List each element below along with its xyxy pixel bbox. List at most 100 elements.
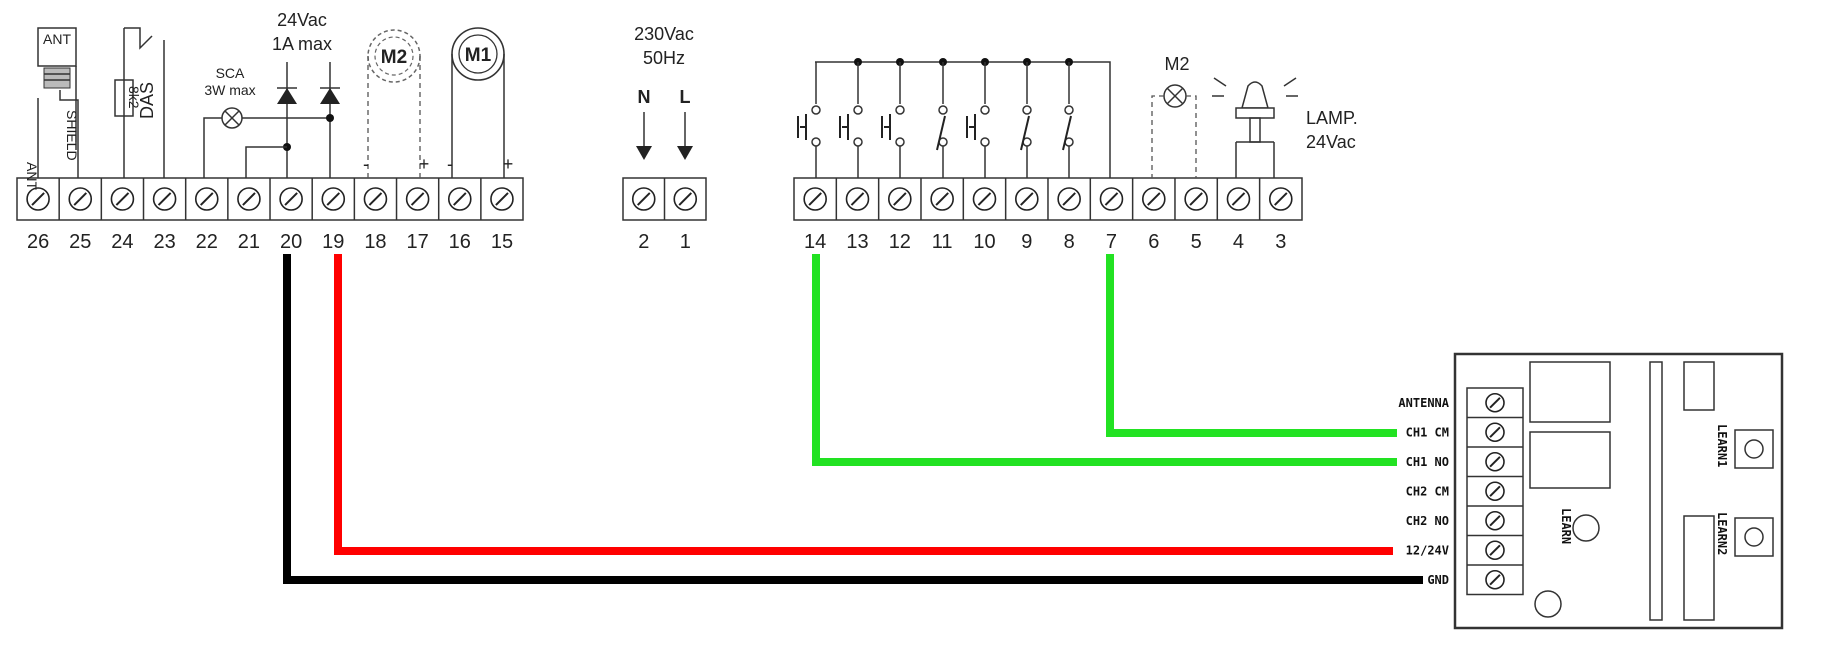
left-terminal-label: 20: [280, 231, 302, 253]
left-terminal-label: 18: [364, 231, 386, 253]
terminal-screw-22: [194, 187, 219, 211]
learn2-label: LEARN2: [1715, 512, 1729, 555]
right-terminal-label: 14: [804, 231, 826, 253]
ant-top-label: ANT: [43, 31, 71, 47]
sca-label: SCA: [216, 65, 245, 81]
terminal-screw-7: [1099, 187, 1124, 211]
terminal-screw-25: [68, 187, 93, 211]
right-terminal-label: 13: [846, 231, 868, 253]
supply-voltage-label: 24Vac: [277, 10, 327, 30]
right-terminal-label: 4: [1233, 231, 1244, 253]
input-contacts: [797, 58, 1111, 178]
right-terminal-label: 8: [1064, 231, 1075, 253]
receiver-pin-label: CH1 CM: [1406, 426, 1449, 440]
right-terminal-label: 10: [973, 231, 995, 253]
right-terminal-label: 11: [932, 231, 953, 253]
left-terminal-label: 17: [406, 231, 428, 253]
terminal-screw-20: [279, 187, 303, 211]
receiver-pin-label: CH1 NO: [1406, 455, 1449, 469]
terminal-screw-10: [972, 187, 997, 211]
learn1-label: LEARN1: [1715, 424, 1729, 467]
m1-label: M1: [465, 45, 492, 66]
power-terminal-block: 230Vac 50Hz N L 2 1: [622, 24, 707, 253]
terminal-screw-17: [405, 187, 430, 211]
terminal-screw-24: [110, 187, 135, 211]
terminal-screw-14: [803, 187, 827, 211]
shield-label: SHIELD: [64, 110, 80, 161]
resistor-label: 8k2: [126, 86, 142, 109]
receiver-pin-label: 12/24V: [1406, 544, 1449, 558]
motor-m2: M2 - +: [363, 29, 430, 178]
terminal-screw-6: [1142, 187, 1166, 211]
supply-24vac: 24Vac 1A max: [245, 10, 340, 178]
m2-label: M2: [381, 47, 407, 68]
right-terminal-label: 9: [1021, 231, 1032, 253]
right-terminal-label: 3: [1275, 231, 1286, 253]
right-terminal-label: 5: [1191, 231, 1202, 253]
sca-power-label: 3W max: [204, 82, 255, 98]
right-terminal-label: 6: [1148, 231, 1159, 253]
left-terminal-label: 22: [196, 231, 218, 253]
terminal-screw-16: [447, 187, 472, 211]
antenna-connector: ANT ANT SHIELD: [24, 27, 80, 190]
lamp-voltage-label: 24Vac: [1306, 132, 1356, 152]
left-terminal-label: 15: [491, 231, 513, 253]
gnd-wire: [283, 254, 1423, 584]
power-terminal-label: 1: [680, 231, 691, 253]
m2-minus: -: [363, 154, 369, 174]
lamp-label: LAMP.: [1306, 108, 1358, 128]
neutral-label: N: [638, 87, 651, 107]
m1-plus: +: [503, 154, 514, 174]
left-terminal-label: 26: [27, 231, 49, 253]
left-terminal-label: 21: [238, 231, 260, 253]
motor-m1: M1 - +: [447, 27, 514, 178]
receiver-screw-3: [1485, 481, 1505, 502]
receiver-pin-label: CH2 NO: [1406, 514, 1449, 528]
terminal-screw-21: [237, 187, 261, 211]
sca-lamp: SCA 3W max: [203, 65, 330, 178]
terminal-screw-12: [888, 187, 912, 211]
terminal-screw-18: [363, 187, 388, 211]
receiver-screw-2: [1485, 451, 1505, 472]
das-contact: 8k2 DAS: [114, 27, 165, 178]
line-label: L: [680, 87, 691, 107]
supply-current-label: 1A max: [272, 34, 332, 54]
das-label: DAS: [137, 82, 157, 119]
terminal-screw-8: [1057, 187, 1081, 211]
m2-lamp: M2: [1151, 54, 1197, 178]
mains-frequency-label: 50Hz: [643, 48, 685, 68]
wires: [283, 254, 1423, 584]
mains-voltage-label: 230Vac: [634, 24, 694, 44]
receiver-pin-label: ANTENNA: [1398, 396, 1449, 410]
terminal-screw-26: [26, 187, 50, 211]
terminal-screw-15: [490, 187, 514, 211]
receiver-screw-0: [1485, 392, 1505, 413]
terminal-screw-5: [1184, 187, 1208, 211]
ant-label: ANT: [24, 162, 40, 190]
ch1-cm-wire: [1106, 254, 1397, 437]
receiver-pin-label: CH2 CM: [1406, 485, 1449, 499]
receiver-screw-4: [1485, 510, 1505, 531]
left-terminal-label: 19: [322, 231, 344, 253]
m2-plus: +: [419, 154, 430, 174]
ch1-no-wire: [812, 254, 1397, 466]
terminal-screw-23: [152, 187, 177, 211]
power-wire: [334, 254, 1393, 555]
power-terminal-label: 2: [638, 231, 649, 253]
terminal-screw-9: [1015, 187, 1039, 211]
terminal-screw-2: [631, 187, 656, 211]
receiver-screw-6: [1485, 569, 1505, 590]
terminal-screw-13: [845, 187, 870, 211]
right-terminal-label: 12: [889, 231, 911, 253]
m2-lamp-label: M2: [1164, 54, 1189, 74]
left-terminal-label: 16: [449, 231, 471, 253]
left-terminal-label: 25: [69, 231, 91, 253]
terminal-screw-19: [321, 187, 346, 211]
left-terminal-label: 23: [153, 231, 175, 253]
terminal-screw-4: [1226, 187, 1251, 211]
terminal-screw-11: [930, 187, 954, 211]
